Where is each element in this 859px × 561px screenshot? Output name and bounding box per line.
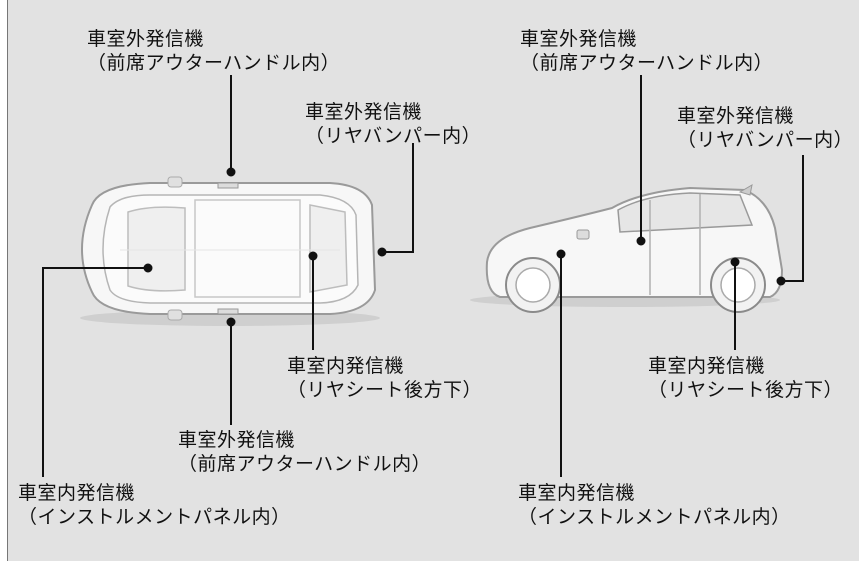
label-line1: 車室内発信機 — [518, 482, 636, 504]
label-line2: （リヤバンパー内） — [305, 125, 482, 147]
label-line2: （前席アウターハンドル内） — [520, 52, 774, 74]
label-outer-transmitter-rear-bumper-side: 車室外発信機 （リヤバンパー内） — [677, 104, 853, 152]
label-inner-transmitter-instrument-top: 車室内発信機 （インストルメントパネル内） — [18, 481, 291, 529]
marker-handle-upper — [226, 167, 236, 177]
label-line2: （インストルメントパネル内） — [518, 506, 791, 528]
marker-handle-side — [636, 236, 646, 246]
label-inner-transmitter-rear-seat-top: 車室内発信機 （リヤシート後方下） — [287, 354, 482, 402]
label-line1: 車室内発信機 — [648, 355, 766, 377]
callouts-top-view — [42, 75, 414, 477]
label-line2: （リヤシート後方下） — [287, 379, 483, 401]
label-outer-transmitter-front-handle-upper: 車室外発信機 （前席アウターハンドル内） — [87, 27, 340, 75]
label-line1: 車室外発信機 — [178, 429, 296, 451]
label-line1: 車室内発信機 — [18, 482, 136, 504]
label-outer-transmitter-rear-bumper-top: 車室外発信機 （リヤバンパー内） — [305, 100, 481, 148]
label-line2: （前席アウターハンドル内） — [87, 52, 341, 74]
car-top-view — [80, 176, 380, 326]
marker-rear-seat-top — [308, 251, 318, 261]
label-line2: （前席アウターハンドル内） — [178, 453, 432, 475]
marker-handle-lower — [226, 317, 236, 327]
label-outer-transmitter-front-handle-lower: 車室外発信機 （前席アウターハンドル内） — [178, 428, 431, 476]
label-inner-transmitter-instrument-side: 車室内発信機 （インストルメントパネル内） — [518, 481, 791, 529]
callouts-side-view — [556, 75, 804, 477]
label-line2: （インストルメントパネル内） — [18, 506, 291, 528]
marker-rear-bumper-side — [776, 276, 786, 286]
label-line1: 車室外発信機 — [520, 28, 638, 50]
label-line1: 車室内発信機 — [287, 355, 405, 377]
label-line2: （リヤバンパー内） — [677, 129, 854, 151]
label-outer-transmitter-front-handle-side: 車室外発信機 （前席アウターハンドル内） — [520, 27, 773, 75]
label-line1: 車室外発信機 — [677, 105, 795, 127]
label-line1: 車室外発信機 — [87, 28, 205, 50]
label-line1: 車室外発信機 — [305, 101, 423, 123]
marker-instrument-top — [143, 263, 153, 273]
marker-rear-bumper-top — [377, 247, 387, 257]
marker-rear-seat-side — [730, 257, 740, 267]
label-inner-transmitter-rear-seat-side: 車室内発信機 （リヤシート後方下） — [648, 354, 843, 402]
marker-instrument-side — [556, 249, 566, 259]
label-line2: （リヤシート後方下） — [648, 379, 844, 401]
